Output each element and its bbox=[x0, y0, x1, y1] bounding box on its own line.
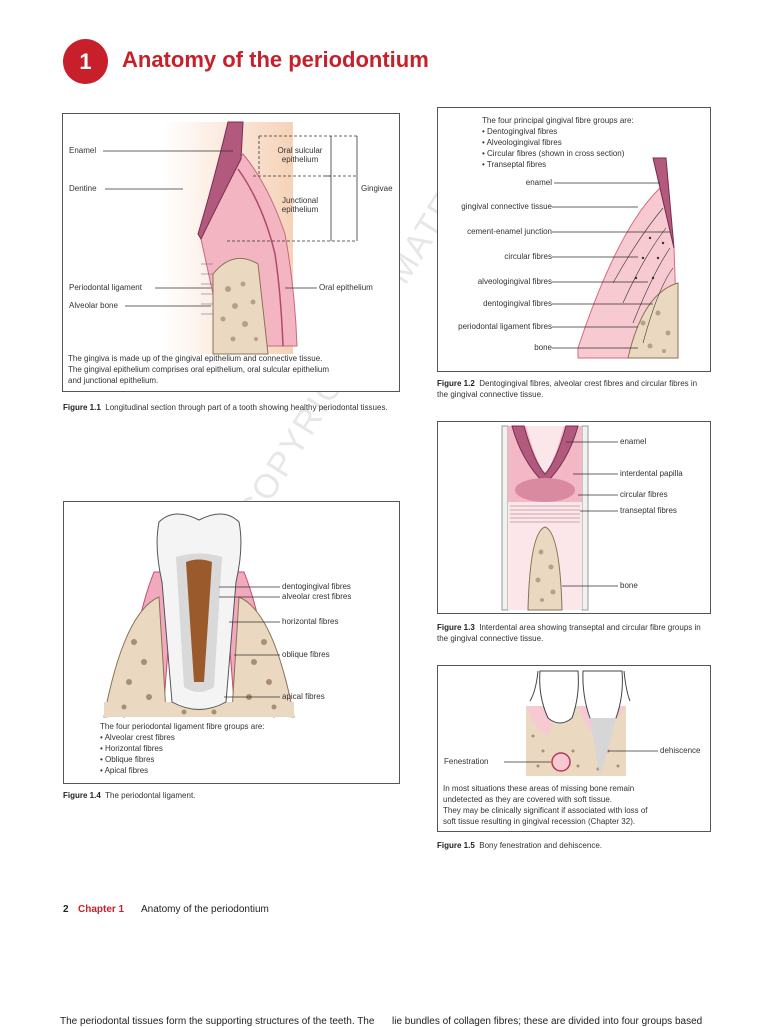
label-dentine: Dentine bbox=[69, 184, 97, 193]
figure-1-4-groups: Alveolar crest fibresHorizontal fibres O… bbox=[100, 732, 265, 776]
figure-1-4-caption: Figure 1.4 The periodontal ligament. bbox=[63, 791, 196, 800]
label-periodontal-ligament: Periodontal ligament bbox=[69, 283, 142, 292]
label-gingivae: Gingivae bbox=[361, 184, 393, 193]
label-dehiscence: dehiscence bbox=[660, 746, 701, 755]
figure-1-4-illustration bbox=[103, 513, 295, 718]
label-interdental-papilla: interdental papilla bbox=[620, 469, 683, 478]
label-circular-fibres: circular fibres bbox=[504, 252, 552, 261]
label-fenestration: Fenestration bbox=[444, 757, 489, 766]
label-alveolar-crest-fibres: alveolar crest fibres bbox=[282, 592, 352, 601]
figure-1-1-note: The gingiva is made up of the gingival e… bbox=[68, 354, 330, 385]
label-bone: bone bbox=[620, 581, 638, 590]
chapter-number-badge: 1 bbox=[63, 39, 108, 84]
figure-1-3-illustration bbox=[501, 425, 618, 611]
figure-1-2-illustration bbox=[552, 157, 679, 359]
label-dentogingival-fibres: dentogingival fibres bbox=[282, 582, 351, 591]
label-oral-epithelium: Oral epithelium bbox=[319, 283, 373, 292]
label-horizontal-fibres: horizontal fibres bbox=[282, 617, 339, 626]
label-bone: bone bbox=[534, 343, 552, 352]
label-apical-fibres: apical fibres bbox=[282, 692, 325, 701]
label-transeptal-fibres: transeptal fibres bbox=[620, 506, 677, 515]
label-dentogingival-fibres: dentogingival fibres bbox=[483, 299, 552, 308]
body-text-left: The periodontal tissues form the support… bbox=[60, 1016, 375, 1027]
figure-1-2-caption: Figure 1.2 Dentogingival fibres, alveola… bbox=[437, 379, 698, 399]
chapter-title: Anatomy of the periodontium bbox=[122, 47, 429, 72]
figure-1-5-note: In most situations these areas of missin… bbox=[443, 784, 648, 826]
label-periodontal-ligament-fibres: periodontal ligament fibres bbox=[458, 322, 552, 331]
label-cement-enamel-junction: cement-enamel junction bbox=[467, 227, 552, 236]
label-circular-fibres: circular fibres bbox=[620, 490, 668, 499]
page-number: 2 bbox=[63, 904, 69, 915]
label-oblique-fibres: oblique fibres bbox=[282, 650, 330, 659]
label-enamel: enamel bbox=[620, 437, 647, 446]
figure-1-4-intro: The four periodontal ligament fibre grou… bbox=[100, 721, 265, 776]
figure-1-5-caption: Figure 1.5 Bony fenestration and dehisce… bbox=[437, 841, 602, 850]
figure-1-1-caption: Figure 1.1 Longitudinal section through … bbox=[63, 403, 388, 412]
label-enamel: Enamel bbox=[69, 146, 97, 155]
figure-1-2: The four principal gingival fibre groups… bbox=[437, 107, 711, 372]
label-enamel: enamel bbox=[525, 178, 552, 187]
figure-1-4: dentogingival fibres alveolar crest fibr… bbox=[63, 501, 400, 784]
figure-1-2-groups: Dentogingival fibresAlveologingival fibr… bbox=[482, 126, 634, 170]
label-alveologingival-fibres: alveologingival fibres bbox=[477, 277, 552, 286]
figure-1-2-intro: The four principal gingival fibre groups… bbox=[482, 115, 634, 170]
footer-title: Anatomy of the periodontium bbox=[141, 904, 269, 915]
label-alveolar-bone: Alveolar bone bbox=[69, 301, 118, 310]
label-gingival-connective-tissue: gingival connective tissue bbox=[461, 202, 552, 211]
body-text-right: lie bundles of collagen fibres; these ar… bbox=[392, 1016, 703, 1027]
figure-1-3: enamel interdental papilla circular fibr… bbox=[437, 421, 711, 614]
figure-1-5: Fenestration dehiscence In most situatio… bbox=[437, 665, 711, 832]
footer-chapter: Chapter 1 bbox=[78, 904, 125, 915]
figure-1-5-illustration bbox=[504, 670, 658, 776]
figure-1-1-illustration bbox=[103, 121, 358, 355]
figure-1-3-caption: Figure 1.3 Interdental area showing tran… bbox=[437, 623, 701, 643]
